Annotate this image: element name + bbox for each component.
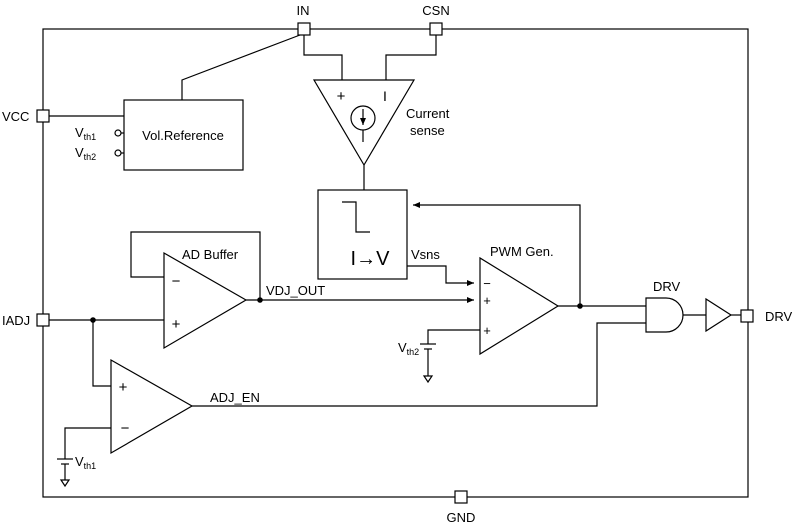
comparator-vth1-label: Vth1 (75, 454, 96, 471)
vcc-pin-label: VCC (2, 109, 29, 124)
vsns-label: Vsns (411, 247, 440, 262)
ad-buffer-opamp (163, 251, 248, 350)
csn-pin-label: CSN (422, 3, 449, 18)
adj-comparator-plus-sign: + (119, 379, 128, 396)
wire-vth1-to-comparator (64, 427, 111, 459)
wire-iadj-to-comparator (92, 320, 111, 387)
sense-plus-sign: + (337, 88, 346, 105)
gnd-pin-label: GND (447, 510, 476, 525)
chip-outline (42, 28, 749, 498)
vth2-ground-icon (422, 375, 434, 384)
csn-pin[interactable] (429, 22, 443, 36)
wire-pwm-feedback (413, 202, 581, 306)
wire-vth2-to-pwm (427, 329, 480, 344)
output-buffer (705, 297, 733, 333)
vth2-output-terminal (114, 149, 122, 157)
iadj-pin[interactable] (36, 313, 50, 327)
in-pin[interactable] (297, 22, 311, 36)
pwm-minus-sign: − (483, 276, 491, 291)
pwm-plus-sign-2: + (483, 323, 491, 338)
wire-vsns (407, 265, 474, 286)
wire-in-to-vref (181, 34, 301, 100)
junction-vdj-out (257, 297, 263, 303)
vref-vth1-label: Vth1 (75, 125, 96, 142)
pwm-gen-label: PWM Gen. (490, 244, 554, 259)
vth1-output-terminal (114, 129, 122, 137)
pwm-gen-comparator (479, 256, 560, 356)
wire-adj-en-to-and (192, 322, 646, 407)
ad-buffer-minus-sign: − (172, 273, 181, 290)
vth1-ground-icon (59, 479, 71, 488)
vol-reference-block (123, 99, 244, 171)
and-gate (645, 297, 684, 333)
sense-minus-sign: I (383, 88, 387, 104)
vref-vth2-label: Vth2 (75, 145, 96, 162)
wire-ad-buffer-feedback (130, 231, 261, 300)
pwm-plus-sign-1: + (483, 293, 491, 308)
wire-csn-to-sense-minus (385, 35, 437, 80)
adj-en-comparator (110, 358, 194, 455)
threshold-step-icon (342, 201, 370, 233)
current-sense-label-line2: sense (410, 123, 445, 138)
drv-pin[interactable] (740, 309, 754, 323)
gnd-pin[interactable] (454, 490, 468, 504)
drv-pin-label: DRV (765, 309, 793, 324)
wire-in-to-sense-plus (303, 35, 343, 80)
pwm-vth2-label: Vth2 (398, 340, 419, 357)
current-sense-label-line1: Current (406, 106, 450, 121)
in-pin-label: IN (297, 3, 310, 18)
i-to-v-converter-block (317, 189, 408, 280)
vcc-pin[interactable] (36, 109, 50, 123)
and-gate-label: DRV (653, 279, 681, 294)
junction-pwm-out (577, 303, 583, 309)
adj-comparator-minus-sign: − (121, 420, 130, 437)
i-to-v-label: I→V (351, 248, 391, 270)
ad-buffer-label: AD Buffer (182, 247, 239, 262)
ad-buffer-plus-sign: + (172, 316, 181, 333)
adj-en-label: ADJ_EN (210, 390, 260, 405)
vol-reference-label: Vol.Reference (142, 128, 224, 143)
iadj-pin-label: IADJ (2, 313, 30, 328)
vdj-out-label: VDJ_OUT (266, 283, 325, 298)
